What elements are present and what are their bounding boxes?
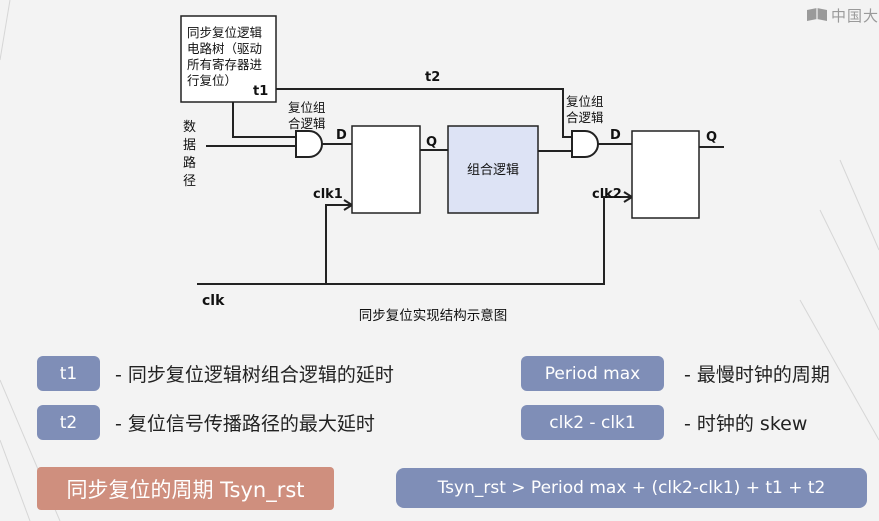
reset-tree-box: [180, 15, 277, 103]
t2-label: t2: [425, 70, 440, 85]
sync-reset-diagram: 同步复位逻辑 电路树（驱动 所有寄存器进 行复位） t1 组合逻辑: [180, 15, 724, 324]
reset-tree-label: 同步复位逻辑 电路树（驱动 所有寄存器进 行复位）: [187, 25, 266, 88]
logo-text: 中国大: [830, 6, 879, 25]
data-path-label: 数 据 路 径: [183, 120, 200, 189]
q2-label: Q: [706, 130, 717, 145]
d2-label: D: [610, 128, 621, 143]
reset-gate-1-label: 复位组 合逻辑: [288, 100, 330, 131]
clk-label: clk: [202, 293, 225, 309]
period-max-key-pill: Period max: [521, 356, 664, 391]
and-gate-2-icon: [571, 130, 599, 158]
diagram-caption: 同步复位实现结构示意图: [359, 307, 508, 324]
clk2-label: clk2: [592, 187, 622, 202]
wires: [197, 88, 724, 285]
t2-key-pill: t2: [37, 405, 100, 440]
t1-description: - 同步复位逻辑树组合逻辑的延时: [115, 364, 394, 386]
comb-logic-label: 组合逻辑: [467, 163, 519, 178]
and-gate-1-icon: [295, 130, 323, 158]
skew-description: - 时钟的 skew: [684, 413, 808, 435]
period-max-description: - 最慢时钟的周期: [684, 364, 830, 386]
q1-label: Q: [426, 135, 437, 150]
t2-description: - 复位信号传播路径的最大延时: [115, 413, 375, 435]
flip-flop-1: [351, 125, 421, 214]
t1-label: t1: [253, 84, 268, 99]
skew-key-pill: clk2 - clk1: [521, 405, 664, 440]
d1-label: D: [336, 128, 347, 143]
timing-formula: Tsyn_rst > Period max + (clk2-clk1) + t1…: [396, 468, 867, 508]
comb-logic-block: [447, 125, 539, 214]
watermark-logo: 中国大: [806, 4, 879, 26]
flip-flop-2: [631, 130, 700, 219]
logo-icon: [806, 8, 827, 21]
t1-key-pill: t1: [37, 356, 100, 391]
clk1-label: clk1: [313, 187, 343, 202]
reset-gate-2-label: 复位组 合逻辑: [566, 94, 608, 125]
sync-reset-period-title: 同步复位的周期 Tsyn_rst: [37, 467, 334, 510]
